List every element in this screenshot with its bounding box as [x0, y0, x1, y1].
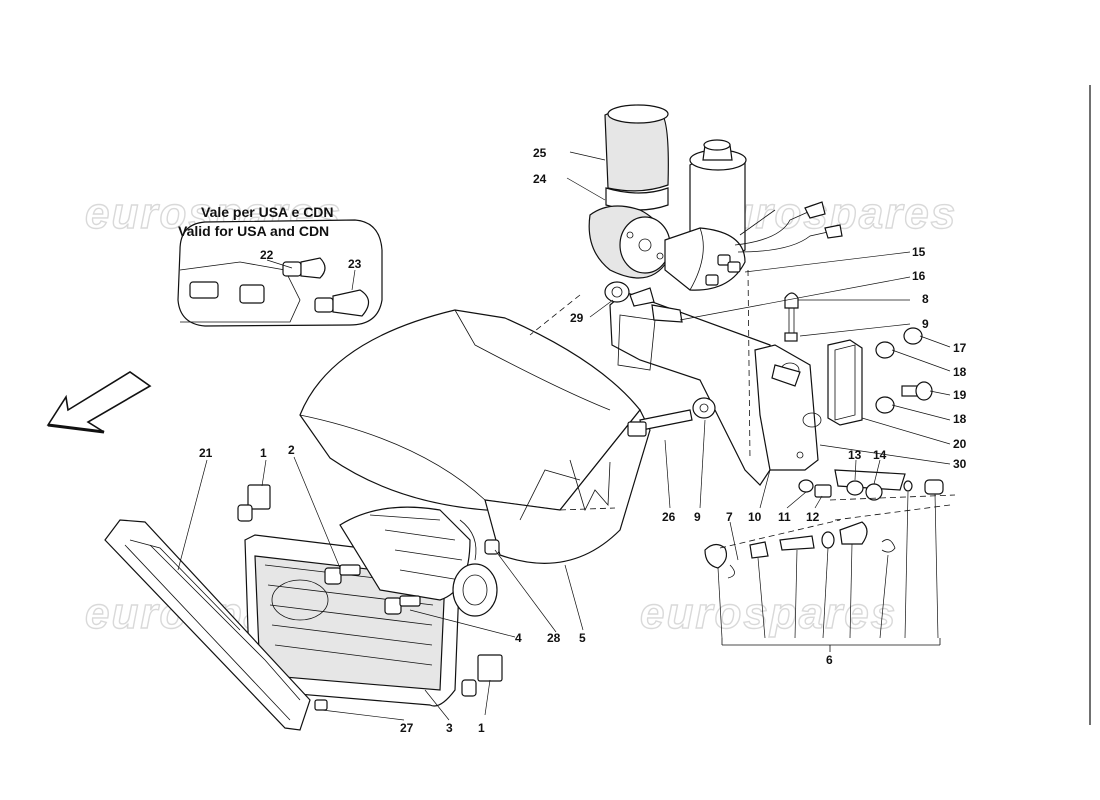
callout-8: 8 [922, 292, 929, 306]
callout-15: 15 [912, 245, 926, 259]
callout-17: 17 [953, 341, 967, 355]
headlight-cover-assembly [299, 309, 651, 564]
bracket-brace [721, 638, 941, 652]
callout-2: 2 [288, 443, 295, 457]
callout-9: 9 [694, 510, 701, 524]
callout-18: 18 [953, 365, 967, 379]
callout-5: 5 [579, 631, 586, 645]
callout-19: 19 [953, 388, 967, 402]
callout-3: 3 [446, 721, 453, 735]
callout-6: 6 [826, 653, 833, 667]
callouts: 1 2 21 1 3 27 4 28 5 25 24 15 16 29 8 9 … [199, 146, 967, 735]
callout-27: 27 [400, 721, 414, 735]
callout-20: 20 [953, 437, 967, 451]
callout-9: 9 [922, 317, 929, 331]
callout-10: 10 [748, 510, 762, 524]
headlight-bulb-icon [282, 257, 370, 317]
callout-24: 24 [533, 172, 547, 186]
callout-11: 11 [778, 510, 791, 524]
callout-21: 21 [199, 446, 213, 460]
direction-arrow-icon [46, 371, 152, 434]
callout-23: 23 [348, 257, 362, 271]
callout-26: 26 [662, 510, 676, 524]
inset-title-it: Vale per USA e CDN [201, 204, 334, 220]
callout-18: 18 [953, 412, 967, 426]
callout-22: 22 [260, 248, 274, 262]
callout-1: 1 [478, 721, 485, 735]
callout-12: 12 [806, 510, 820, 524]
inset-title-en: Valid for USA and CDN [178, 223, 329, 239]
callout-29: 29 [570, 311, 584, 325]
headlight-frame [104, 519, 311, 731]
callout-25: 25 [533, 146, 547, 160]
headlight-bulb-icon [237, 484, 503, 697]
callout-14: 14 [873, 448, 887, 462]
watermark: eurospares [640, 589, 897, 638]
callout-1: 1 [260, 446, 267, 460]
callout-7: 7 [726, 510, 733, 524]
reflector-tube [339, 506, 498, 617]
callout-4: 4 [515, 631, 522, 645]
leader-lines [177, 151, 951, 721]
callout-16: 16 [912, 269, 926, 283]
callout-28: 28 [547, 631, 561, 645]
usa-cdn-inset: Vale per USA e CDN Valid for USA and CDN… [177, 204, 383, 327]
callout-13: 13 [848, 448, 862, 462]
pop-up-headlight-motor-icon [588, 104, 843, 291]
mounting-bracket [529, 269, 863, 511]
callout-30: 30 [953, 457, 967, 471]
fasteners [604, 281, 956, 579]
